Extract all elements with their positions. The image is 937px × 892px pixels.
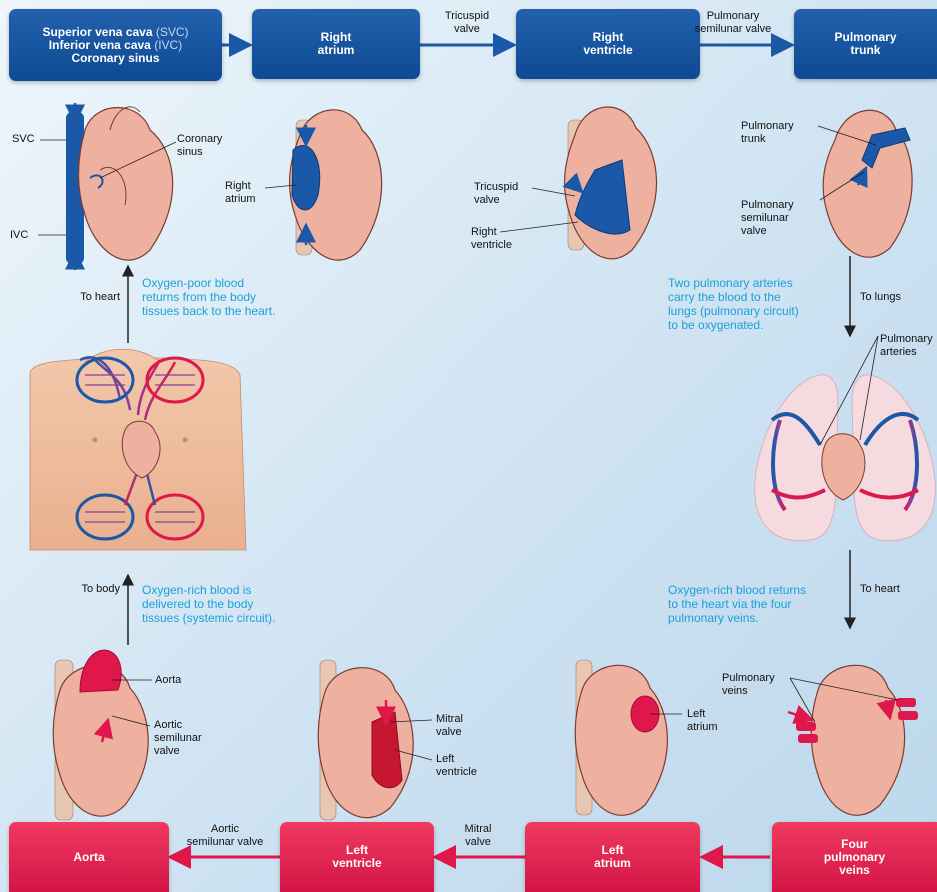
- label-svc: SVC: [12, 133, 35, 146]
- note-oxygen-rich-returns: Oxygen-rich blood returns to the heart v…: [668, 583, 806, 625]
- flow-label-to-lungs: To lungs: [860, 291, 901, 304]
- flow-label-to-heart-right: To heart: [860, 583, 900, 596]
- note-pulmonary-circuit: Two pulmonary arteries carry the blood t…: [668, 276, 799, 332]
- source-line-1-abbr: (SVC): [156, 25, 189, 39]
- label-pulmonary-trunk: Pulmonary trunk: [741, 120, 794, 146]
- label-pulmonary-semilunar-valve: Pulmonary semilunar valve: [741, 199, 794, 238]
- label-coronary-sinus: Coronary sinus: [177, 133, 222, 159]
- connector-label-aortic-semilunar-valve: Aortic semilunar valve: [170, 823, 280, 849]
- box-source-vessels: Superior vena cava (SVC) Inferior vena c…: [9, 9, 222, 81]
- label-pulmonary-veins: Pulmonary veins: [722, 672, 775, 698]
- heart-illustration-right-atrium: [265, 110, 382, 260]
- heart-illustration-pulmonary-trunk: [818, 110, 912, 257]
- label-aortic-semilunar-valve: Aortic semilunar valve: [154, 719, 202, 758]
- label-ivc: IVC: [10, 229, 28, 242]
- box-aorta: Aorta: [9, 822, 169, 892]
- source-line-3: Coronary sinus: [71, 52, 159, 65]
- lungs-illustration: [755, 336, 936, 541]
- connector-label-tricuspid-valve: Tricuspid valve: [427, 10, 507, 36]
- heart-illustration-right-ventricle: [500, 107, 657, 259]
- label-tricuspid-valve: Tricuspid valve: [474, 181, 518, 207]
- label-right-ventricle: Right ventricle: [471, 226, 512, 252]
- source-line-2: Inferior vena cava: [49, 38, 151, 52]
- note-oxygen-rich-delivered: Oxygen-rich blood is delivered to the bo…: [142, 583, 275, 625]
- label-mitral-valve: Mitral valve: [436, 713, 463, 739]
- note-oxygen-poor-return: Oxygen-poor blood returns from the body …: [142, 276, 275, 318]
- connector-label-mitral-valve: Mitral valve: [443, 823, 513, 849]
- label-pulmonary-arteries: Pulmonary arteries: [880, 333, 933, 359]
- flow-label-to-heart-left: To heart: [54, 291, 120, 304]
- heart-illustration-left-atrium: [575, 660, 682, 815]
- box-pulmonary-trunk: Pulmonary trunk: [794, 9, 937, 79]
- box-left-atrium: Left atrium: [525, 822, 700, 892]
- label-left-ventricle: Left ventricle: [436, 753, 477, 779]
- torso-illustration: [30, 349, 246, 550]
- label-right-atrium: Right atrium: [225, 180, 256, 206]
- heart-illustration-svc-ivc: [38, 103, 176, 270]
- heart-illustration-aorta: [53, 650, 152, 820]
- source-line-2-abbr: (IVC): [154, 38, 182, 52]
- box-left-ventricle: Left ventricle: [280, 822, 434, 892]
- heart-illustration-pulmonary-veins: [788, 665, 918, 815]
- source-line-1: Superior vena cava: [42, 25, 152, 39]
- box-right-atrium: Right atrium: [252, 9, 420, 79]
- connector-label-pulmonary-semilunar-valve: Pulmonary semilunar valve: [673, 10, 793, 36]
- label-left-atrium: Left atrium: [687, 708, 718, 734]
- box-four-pulmonary-veins: Four pulmonary veins: [772, 822, 937, 892]
- flow-label-to-body: To body: [54, 583, 120, 596]
- label-aorta: Aorta: [155, 674, 181, 687]
- heart-illustration-left-ventricle: [318, 660, 432, 820]
